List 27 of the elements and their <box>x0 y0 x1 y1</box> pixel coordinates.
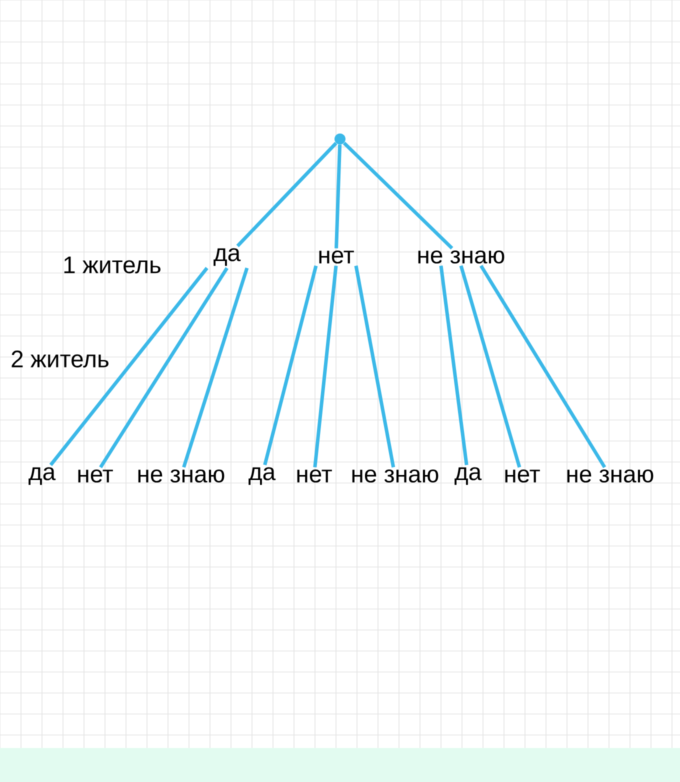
answer-label: да <box>214 248 241 266</box>
branch-line <box>99 267 228 468</box>
branch-line <box>182 267 249 468</box>
branch-line <box>334 144 342 248</box>
answer-label: нет <box>319 250 354 264</box>
answer-label: да <box>28 467 56 485</box>
answer-label: не знаю <box>567 469 654 483</box>
answer-label: нет <box>297 469 332 483</box>
branch-line <box>236 142 338 248</box>
level-label: 1 житель <box>64 256 160 274</box>
answer-label: да <box>454 467 482 485</box>
answer-label: нет <box>505 469 540 483</box>
branch-line <box>459 265 522 468</box>
answer-label: не знаю <box>352 469 438 483</box>
branch-line <box>263 265 318 466</box>
branch-line <box>480 264 606 468</box>
branch-line <box>342 142 454 250</box>
branch-line <box>354 265 396 468</box>
level-label: 2 житель <box>12 350 108 368</box>
branch-line <box>313 266 338 468</box>
answer-label: не знаю <box>418 250 504 264</box>
branch-line <box>439 266 468 466</box>
root-dot <box>334 134 346 144</box>
answer-label: нет <box>78 469 113 483</box>
branch-line <box>49 266 208 466</box>
answer-label: не знаю <box>138 469 224 483</box>
answer-label: да <box>248 467 276 485</box>
